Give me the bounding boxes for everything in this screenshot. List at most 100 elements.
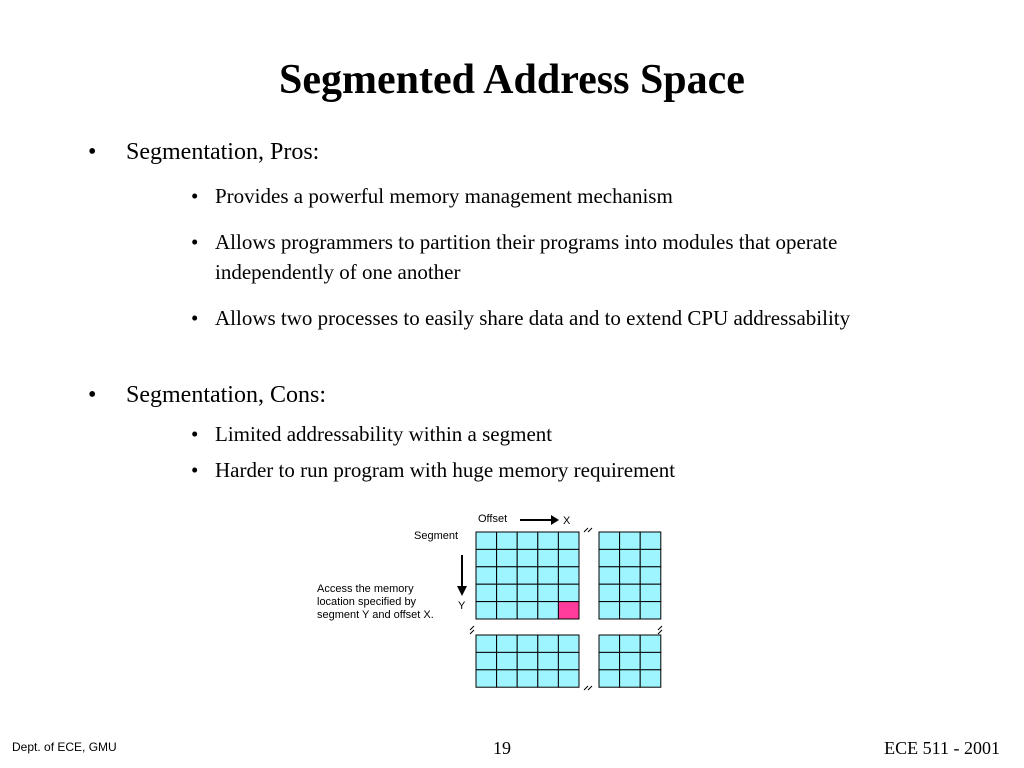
memory-cell bbox=[496, 583, 518, 603]
memory-cell bbox=[516, 669, 539, 688]
memory-cell bbox=[475, 669, 498, 688]
memory-cell bbox=[598, 669, 621, 688]
memory-cell bbox=[598, 531, 621, 550]
footer-course: ECE 511 - 2001 bbox=[884, 738, 1000, 758]
memory-cell bbox=[496, 669, 518, 688]
memory-cell bbox=[516, 601, 539, 620]
cons-item: • Harder to run program with huge memory… bbox=[191, 455, 911, 485]
memory-cell bbox=[516, 548, 539, 568]
memory-cell bbox=[537, 548, 559, 568]
cons-heading: Segmentation, Cons: bbox=[126, 382, 326, 408]
memory-cell bbox=[496, 651, 518, 671]
cons-item-text: Limited addressability within a segment bbox=[215, 422, 553, 446]
block-bottom-right bbox=[598, 634, 662, 688]
memory-cell bbox=[619, 531, 641, 550]
cons-item: • Limited addressability within a segmen… bbox=[191, 419, 911, 449]
memory-cell bbox=[496, 601, 518, 620]
block-top-right bbox=[598, 531, 662, 620]
memory-cell bbox=[537, 634, 559, 653]
pros-item-text: Allows two processes to easily share dat… bbox=[215, 306, 851, 330]
memory-cell bbox=[598, 634, 621, 653]
memory-cell bbox=[537, 531, 559, 550]
memory-cell bbox=[557, 566, 580, 585]
memory-cell bbox=[537, 601, 559, 620]
memory-cell bbox=[475, 634, 498, 653]
memory-cell bbox=[516, 634, 539, 653]
bullet: • bbox=[191, 184, 199, 208]
block-top-left bbox=[475, 531, 580, 620]
pros-item: • Allows two processes to easily share d… bbox=[191, 303, 911, 333]
memory-cell bbox=[639, 566, 662, 585]
segment-label: Segment bbox=[414, 530, 459, 542]
memory-cell bbox=[475, 583, 498, 603]
segment-arrowhead bbox=[457, 586, 467, 596]
block-bottom-left bbox=[475, 634, 580, 688]
target-memory-cell bbox=[557, 601, 580, 620]
memory-cell bbox=[516, 566, 539, 585]
memory-cell bbox=[475, 651, 498, 671]
memory-cell bbox=[639, 669, 662, 688]
memory-cell bbox=[496, 531, 518, 550]
memory-cell bbox=[598, 601, 621, 620]
memory-cell bbox=[557, 669, 580, 688]
memory-cell bbox=[619, 566, 641, 585]
page-number: 19 bbox=[493, 738, 511, 758]
memory-cell bbox=[475, 548, 498, 568]
memory-cell bbox=[639, 531, 662, 550]
memory-cell bbox=[475, 601, 498, 620]
memory-cell bbox=[619, 548, 641, 568]
memory-cell bbox=[496, 566, 518, 585]
pros-heading: Segmentation, Pros: bbox=[126, 139, 320, 165]
memory-cell bbox=[537, 651, 559, 671]
memory-cell bbox=[639, 651, 662, 671]
memory-cell bbox=[516, 531, 539, 550]
slide-title: Segmented Address Space bbox=[279, 57, 745, 103]
memory-cell bbox=[639, 583, 662, 603]
memory-cell bbox=[598, 583, 621, 603]
memory-grid bbox=[475, 531, 662, 688]
break-marks bbox=[469, 527, 663, 691]
memory-cell bbox=[496, 548, 518, 568]
memory-cell bbox=[557, 531, 580, 550]
bullet: • bbox=[191, 306, 199, 330]
memory-cell bbox=[537, 583, 559, 603]
memory-cell bbox=[619, 583, 641, 603]
bullet: • bbox=[191, 458, 199, 482]
diagram-note: Access the memory location specified by … bbox=[317, 583, 434, 621]
pros-item: • Allows programmers to partition their … bbox=[191, 227, 911, 287]
bullet: • bbox=[191, 230, 199, 254]
pros-item: • Provides a powerful memory management … bbox=[191, 181, 911, 211]
memory-cell bbox=[496, 634, 518, 653]
memory-cell bbox=[557, 634, 580, 653]
memory-cell bbox=[516, 651, 539, 671]
y-label: Y bbox=[458, 600, 466, 612]
memory-cell bbox=[557, 651, 580, 671]
memory-cell bbox=[537, 669, 559, 688]
memory-cell bbox=[619, 634, 641, 653]
memory-cell bbox=[619, 601, 641, 620]
pros-item-text: Provides a powerful memory management me… bbox=[215, 184, 673, 208]
memory-cell bbox=[537, 566, 559, 585]
footer-dept: Dept. of ECE, GMU bbox=[12, 740, 117, 754]
bullet: • bbox=[191, 422, 199, 446]
memory-cell bbox=[516, 583, 539, 603]
memory-cell bbox=[619, 669, 641, 688]
offset-label: Offset bbox=[478, 513, 508, 525]
memory-cell bbox=[598, 548, 621, 568]
x-label: X bbox=[563, 515, 571, 527]
memory-cell bbox=[598, 566, 621, 585]
memory-cell bbox=[557, 548, 580, 568]
memory-cell bbox=[639, 634, 662, 653]
cons-item-text: Harder to run program with huge memory r… bbox=[215, 458, 676, 482]
bullet: • bbox=[88, 139, 97, 165]
memory-cell bbox=[639, 601, 662, 620]
memory-cell bbox=[557, 583, 580, 603]
memory-cell bbox=[639, 548, 662, 568]
memory-cell bbox=[619, 651, 641, 671]
offset-arrowhead bbox=[551, 515, 559, 525]
bullet: • bbox=[88, 382, 97, 408]
memory-cell bbox=[598, 651, 621, 671]
memory-cell bbox=[475, 566, 498, 585]
memory-cell bbox=[475, 531, 498, 550]
pros-item-text: Allows programmers to partition their pr… bbox=[215, 230, 838, 284]
